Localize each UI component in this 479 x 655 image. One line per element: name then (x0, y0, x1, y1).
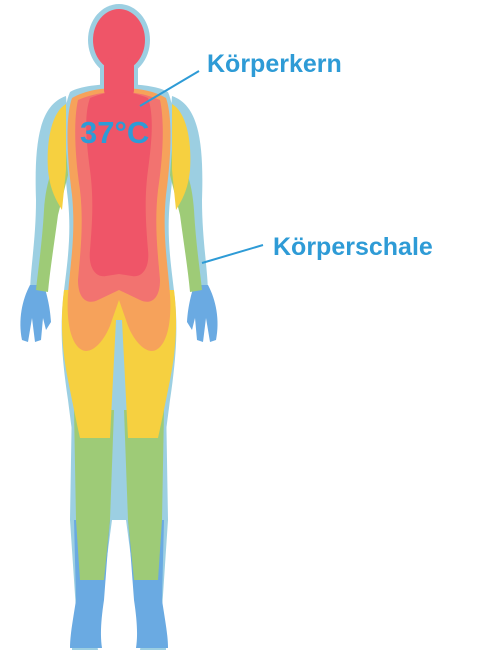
shell-leader-line (202, 245, 263, 263)
left-hand (20, 285, 51, 342)
right-hand (187, 285, 218, 342)
shell-label: Körperschale (273, 233, 433, 262)
core-temperature-label: 37°C (80, 115, 149, 151)
core-label: Körperkern (207, 50, 342, 79)
